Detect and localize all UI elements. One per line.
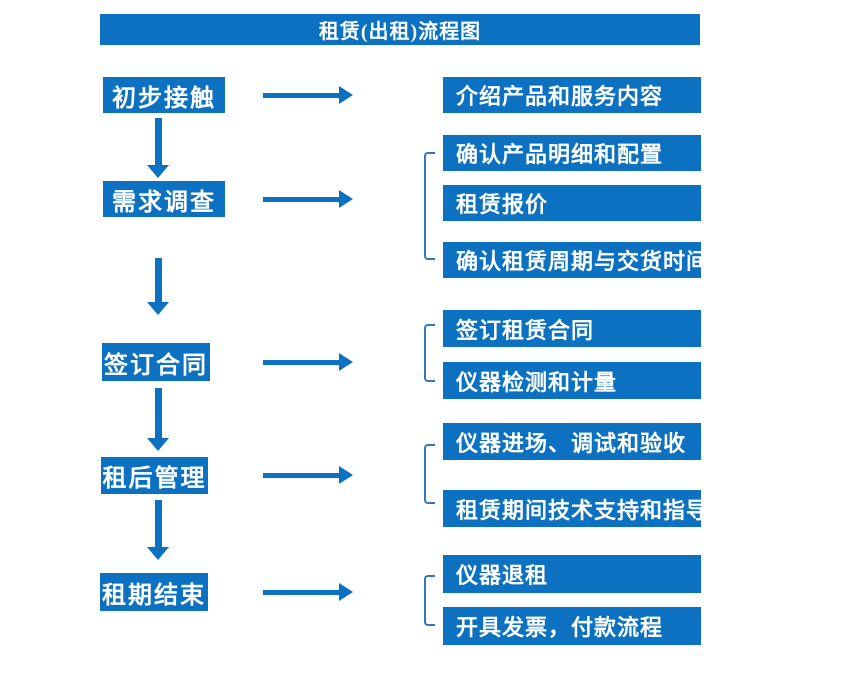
step-box-rental-end: 租期结束 xyxy=(100,573,208,611)
group-bracket-rental-end xyxy=(424,575,435,626)
arrow-down-2-icon xyxy=(147,258,169,315)
step-box-post-rental-management: 租后管理 xyxy=(101,457,208,494)
step-box-initial-contact: 初步接触 xyxy=(103,77,225,113)
detail-box-sign-rental-contract: 签订租赁合同 xyxy=(443,310,701,347)
detail-box-instrument-setup: 仪器进场、调试和验收 xyxy=(443,423,701,460)
step-box-sign-contract: 签订合同 xyxy=(102,343,210,381)
arrow-right-2-icon xyxy=(263,190,353,208)
arrow-right-3-icon xyxy=(263,353,353,371)
diagram-title: 租赁(出租)流程图 xyxy=(100,14,700,45)
detail-box-introduce-products: 介绍产品和服务内容 xyxy=(443,77,701,113)
arrow-down-4-icon xyxy=(147,500,169,560)
arrow-right-1-icon xyxy=(263,86,353,104)
detail-box-instrument-return: 仪器退租 xyxy=(443,555,701,593)
detail-box-instrument-inspection: 仪器检测和计量 xyxy=(443,362,701,399)
detail-box-tech-support: 租赁期间技术支持和指导 xyxy=(443,490,708,527)
arrow-right-5-icon xyxy=(263,583,353,601)
arrow-down-1-icon xyxy=(147,118,169,178)
arrow-down-3-icon xyxy=(147,388,169,451)
group-bracket-post-rental-management xyxy=(424,444,435,504)
step-box-demand-survey: 需求调查 xyxy=(103,181,225,217)
detail-box-confirm-product-details: 确认产品明细和配置 xyxy=(443,135,701,171)
arrow-right-4-icon xyxy=(263,466,353,484)
detail-box-invoice-payment: 开具发票，付款流程 xyxy=(443,607,701,645)
detail-box-confirm-rental-period: 确认租赁周期与交货时间 xyxy=(443,242,708,278)
group-bracket-sign-contract xyxy=(424,324,435,382)
group-bracket-demand-survey xyxy=(424,152,435,260)
detail-box-rental-quote: 租赁报价 xyxy=(443,185,701,221)
